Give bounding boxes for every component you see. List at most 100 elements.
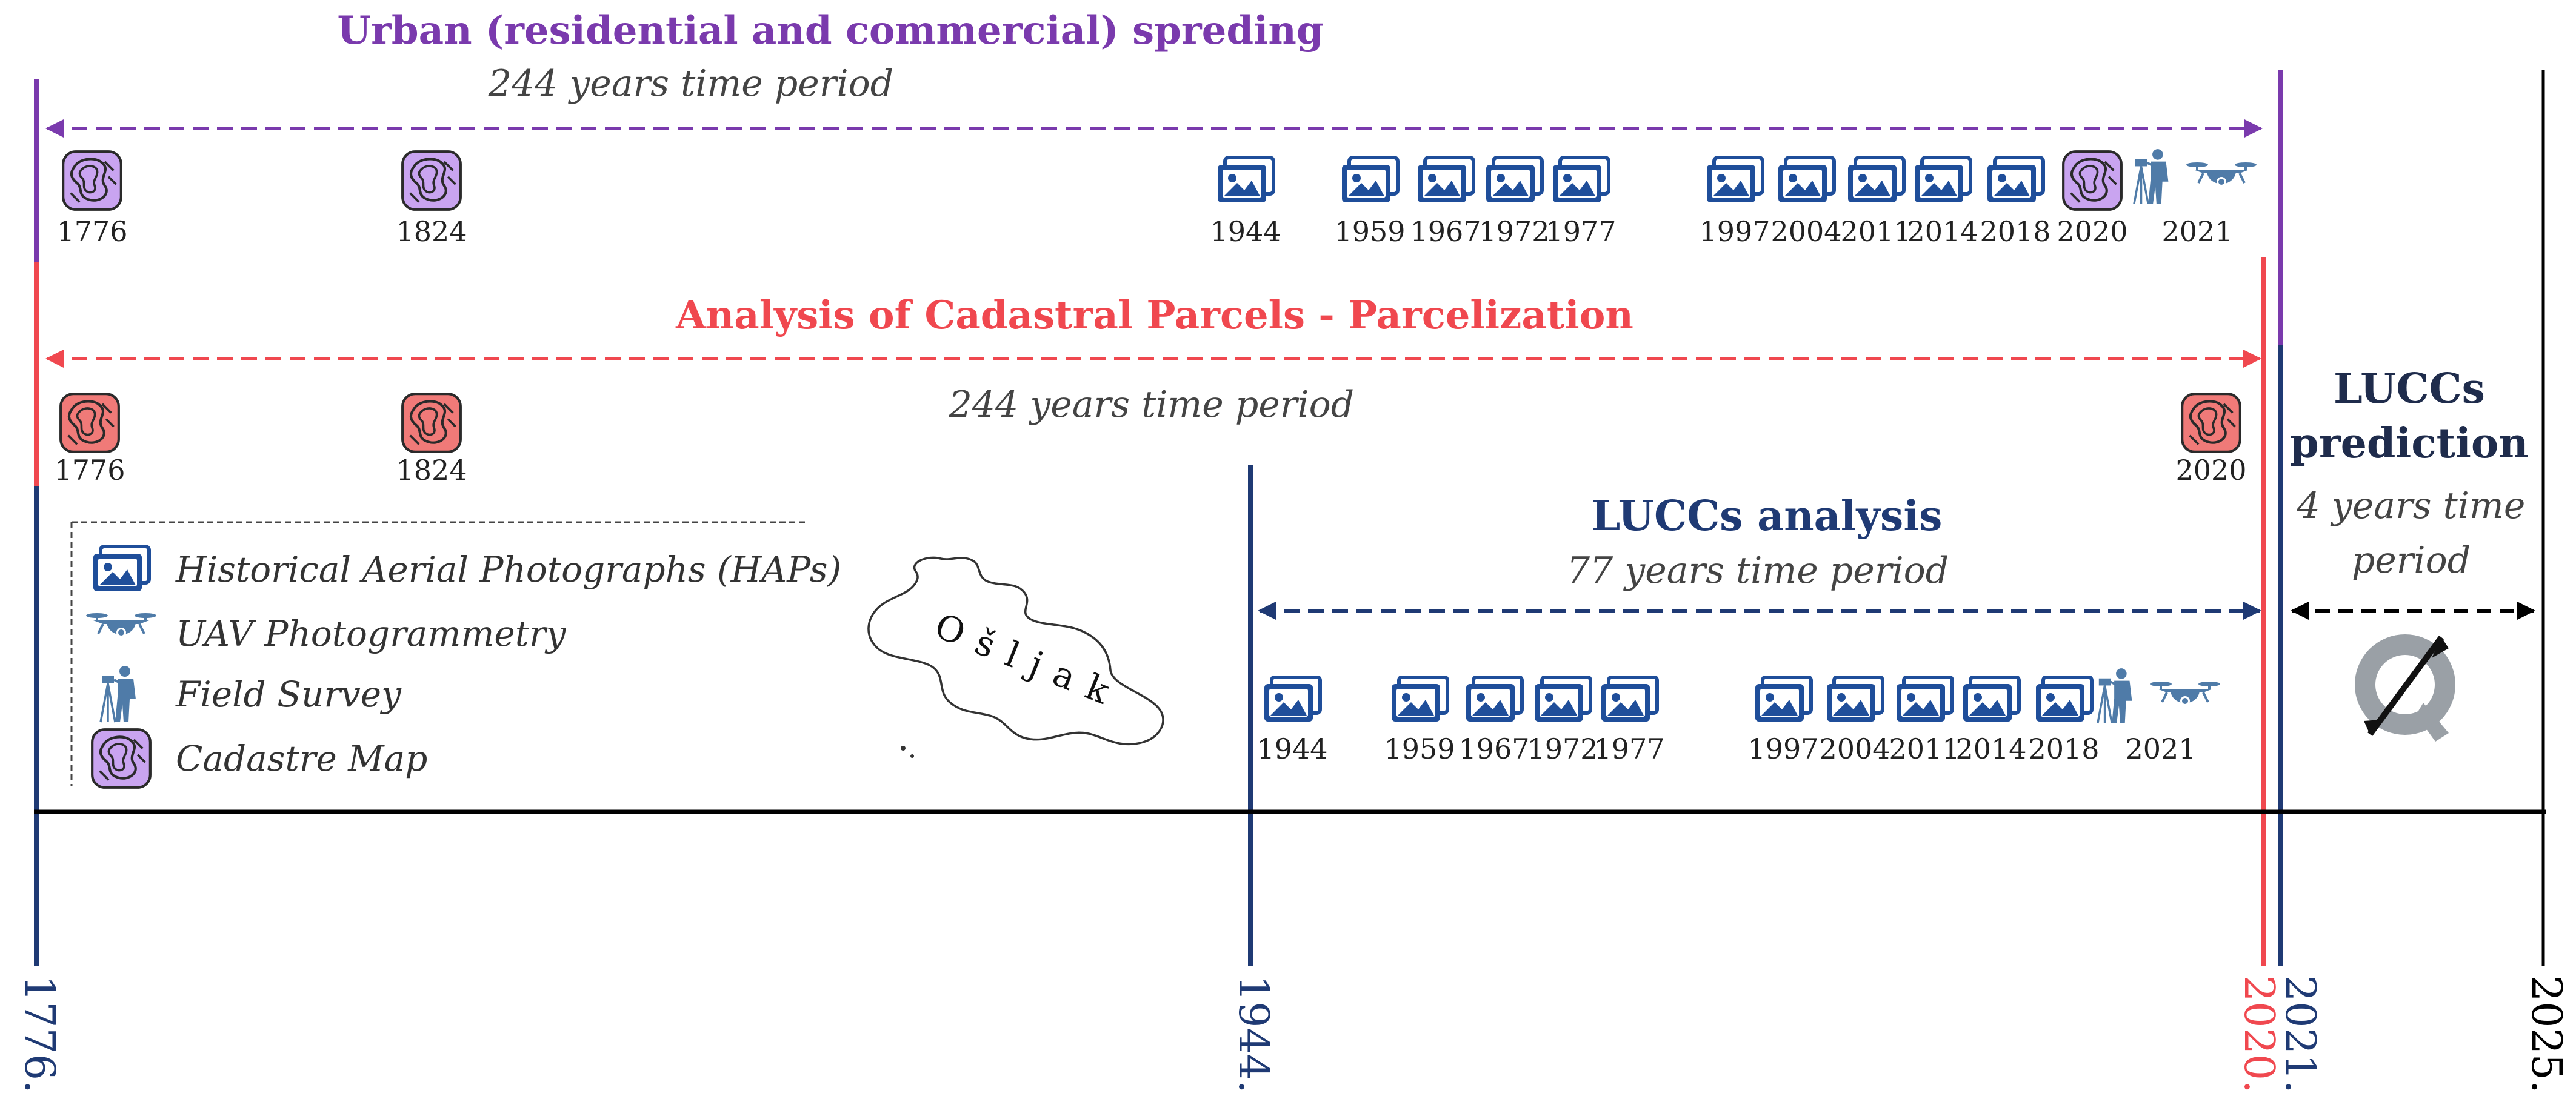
aerial-photo-icon <box>1963 677 2019 722</box>
lucc-year-label: 1977 <box>1593 732 1664 765</box>
lucc-entry-1977: 1977 <box>1593 677 1665 765</box>
legend-item: Field Survey <box>99 665 402 723</box>
urban-entry-1997: 1997 <box>1699 158 1770 248</box>
cadastre-map-icon <box>61 394 119 452</box>
cadastral-section-title: Analysis of Cadastral Parcels - Parceliz… <box>675 293 1633 338</box>
urban-entry-1972: 1972 <box>1478 158 1550 248</box>
field-survey-icon <box>2132 148 2170 205</box>
lucc-entry-2004: 2004 <box>1819 677 1890 765</box>
urban-year-label: 2020 <box>2057 215 2127 248</box>
urban-period-label: 244 years time period <box>488 62 893 105</box>
legend-box <box>70 521 806 786</box>
legend-label: Historical Aerial Photographs (HAPs) <box>175 549 841 590</box>
legend-item: Cadastre Map <box>92 729 427 788</box>
legend-item: UAV Photogrammetry <box>85 612 567 654</box>
aerial-photo-icon <box>93 546 149 591</box>
urban-year-label: 1967 <box>1410 215 1481 248</box>
aerial-photo-icon <box>2036 677 2092 722</box>
urban-entry-2004: 2004 <box>1770 158 1842 248</box>
lucc-section-title: LUCCs analysis <box>1592 492 1943 540</box>
cadastre-map-icon <box>2063 151 2121 210</box>
lucc-entry-1972: 1972 <box>1527 677 1598 765</box>
urban-year-label: 2014 <box>1907 215 1978 248</box>
lucc-year-label: 2004 <box>1819 732 1890 765</box>
urban-entry-2021: 2021 <box>2132 148 2258 248</box>
urban-entry-1967: 1967 <box>1410 158 1481 248</box>
aerial-photo-icon <box>1707 158 1763 202</box>
urban-year-label: 1977 <box>1545 215 1616 248</box>
uav-drone-icon <box>85 612 158 639</box>
urban-year-label: 2021 <box>2161 215 2232 248</box>
urban-section-title: Urban (residential and commercial) spred… <box>337 8 1323 53</box>
aerial-photo-icon <box>1915 158 1970 202</box>
cadastral-year-label: 2020 <box>2175 454 2246 486</box>
lucc-year-label: 1997 <box>1747 732 1818 765</box>
lucc-entry-1959: 1959 <box>1384 677 1455 765</box>
lucc-entry-2011: 2011 <box>1889 677 1960 765</box>
aerial-photo-icon <box>1755 677 1811 722</box>
cadastral-year-label: 1824 <box>396 454 467 486</box>
urban-year-label: 1824 <box>396 215 467 248</box>
lucc-entry-1944: 1944 <box>1256 677 1328 765</box>
urban-year-label: 2004 <box>1770 215 1841 248</box>
cadastre-map-icon <box>402 394 461 452</box>
urban-entry-1824: 1824 <box>396 151 467 248</box>
urban-year-label: 1959 <box>1334 215 1405 248</box>
urban-year-label: 2011 <box>1840 215 1911 248</box>
lucc-year-label: 1967 <box>1458 732 1529 765</box>
urban-entry-2011: 2011 <box>1840 158 1912 248</box>
legend-label: Cadastre Map <box>176 738 427 779</box>
prediction-title-line1: LUCCs <box>2334 365 2485 413</box>
lucc-entry-2021: 2021 <box>2096 667 2221 765</box>
field-survey-icon <box>99 665 137 723</box>
urban-year-label: 2018 <box>1980 215 2050 248</box>
urban-entry-2014: 2014 <box>1907 158 1978 248</box>
qgis-logo <box>2355 634 2455 742</box>
aerial-photo-icon <box>1535 677 1590 722</box>
lucc-year-label: 2014 <box>1955 732 2026 765</box>
aerial-photo-icon <box>1897 677 1952 722</box>
aerial-photo-icon <box>1264 677 1320 722</box>
aerial-photo-icon <box>1987 158 2043 202</box>
prediction-period-line1: 4 years time <box>2297 485 2526 527</box>
cadastre-map-icon <box>63 151 121 210</box>
axis-year-labels: 1776.1944.2020.2021.2025. <box>15 975 2570 1094</box>
lucc-period-label: 77 years time period <box>1567 550 1949 592</box>
urban-year-label: 1776 <box>56 215 127 248</box>
urban-year-label: 1972 <box>1478 215 1549 248</box>
cadastral-source-row: 1776 1824 2020 <box>54 394 2247 486</box>
field-survey-icon <box>2096 667 2134 725</box>
aerial-photo-icon <box>1778 158 1834 202</box>
cadastre-map-icon <box>2182 394 2240 452</box>
aerial-photo-icon <box>1218 158 1273 202</box>
cadastre-map-icon <box>402 151 461 210</box>
prediction-title-line2: prediction <box>2290 419 2528 468</box>
lucc-entry-1967: 1967 <box>1458 677 1530 765</box>
aerial-photo-icon <box>1466 677 1522 722</box>
lucc-year-label: 1959 <box>1384 732 1455 765</box>
uav-drone-icon <box>2185 161 2258 188</box>
lucc-entry-2018: 2018 <box>2028 677 2100 765</box>
aerial-photo-icon <box>1827 677 1883 722</box>
cadastral-period-label: 244 years time period <box>949 383 1354 426</box>
urban-entry-1944: 1944 <box>1210 158 1281 248</box>
aerial-photo-icon <box>1486 158 1542 202</box>
aerial-photo-icon <box>1601 677 1657 722</box>
urban-entry-2018: 2018 <box>1980 158 2051 248</box>
axis-year-2025: 2025. <box>2522 975 2570 1094</box>
island-osljak-outline <box>867 556 1164 758</box>
axis-year-2020: 2020. <box>2235 975 2283 1094</box>
aerial-photo-icon <box>1848 158 1904 202</box>
legend-list: Historical Aerial Photographs (HAPs) UAV … <box>85 546 841 788</box>
legend-item: Historical Aerial Photographs (HAPs) <box>93 546 841 591</box>
aerial-photo-icon <box>1342 158 1398 202</box>
cadastral-entry-2020: 2020 <box>2175 394 2247 486</box>
cadastral-entry-1776: 1776 <box>54 394 125 486</box>
cadastral-entry-1824: 1824 <box>396 394 467 486</box>
aerial-photo-icon <box>1553 158 1609 202</box>
urban-entry-1776: 1776 <box>56 151 128 248</box>
cadastre-map-icon <box>92 729 150 788</box>
urban-entry-1959: 1959 <box>1334 158 1406 248</box>
